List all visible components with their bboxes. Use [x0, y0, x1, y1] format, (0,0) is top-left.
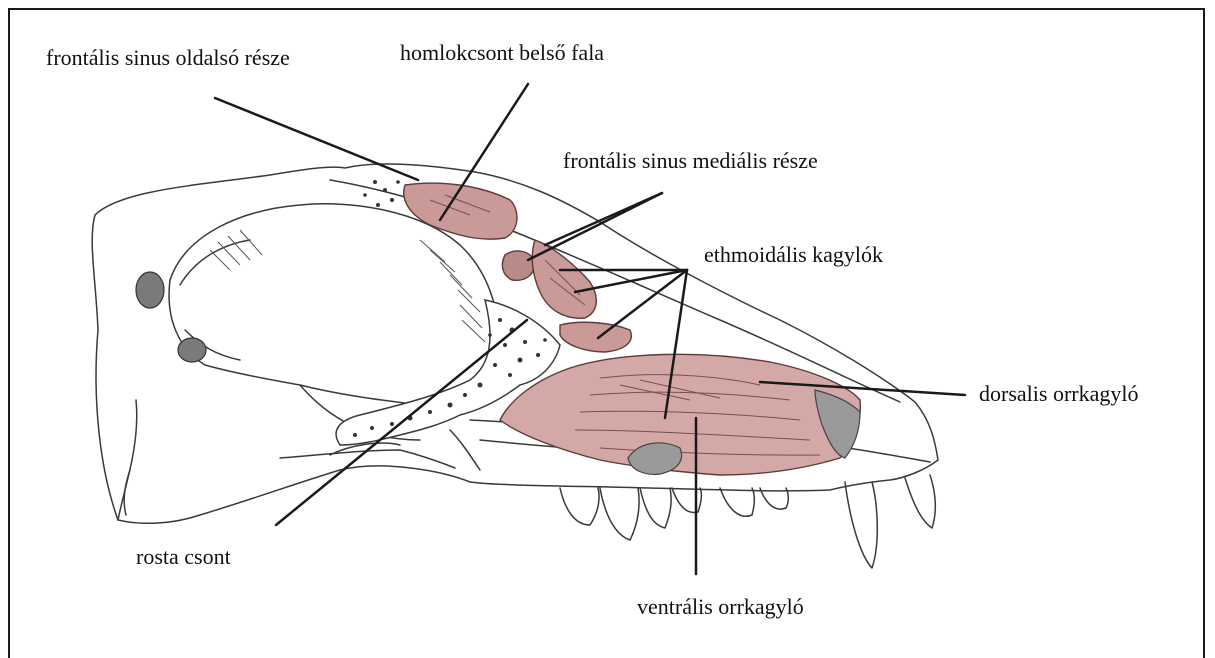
- leader-ethmo-c: [598, 270, 687, 338]
- leader-ethmo-b: [575, 270, 687, 292]
- label-dorsalis-orrkagylo: dorsalis orrkagyló: [979, 383, 1138, 405]
- label-rosta-csont: rosta csont: [136, 546, 231, 568]
- label-homlokcsont-belso-fala: homlokcsont belső fala: [400, 42, 604, 64]
- tooth: [720, 488, 754, 516]
- canine-tooth: [845, 482, 877, 568]
- tooth: [600, 488, 639, 540]
- tooth: [640, 488, 671, 528]
- label-frontalis-sinus-medial: frontális sinus mediális része: [563, 150, 818, 172]
- frontal-sinus-medial: [502, 251, 535, 280]
- label-frontalis-sinus-lateral: frontális sinus oldalsó része: [46, 47, 290, 69]
- cranial-cavity: [169, 204, 499, 406]
- ear-bulge: [136, 272, 164, 308]
- ethmoid-turbinate: [560, 322, 631, 352]
- condyle: [178, 338, 206, 362]
- incisor-tooth: [905, 475, 935, 528]
- label-ventralis-orrkagylo: ventrális orrkagyló: [637, 596, 804, 618]
- leader-rosta: [276, 320, 527, 525]
- label-ethmoidalis-kagylok: ethmoidális kagylók: [704, 244, 883, 266]
- tooth: [560, 488, 599, 525]
